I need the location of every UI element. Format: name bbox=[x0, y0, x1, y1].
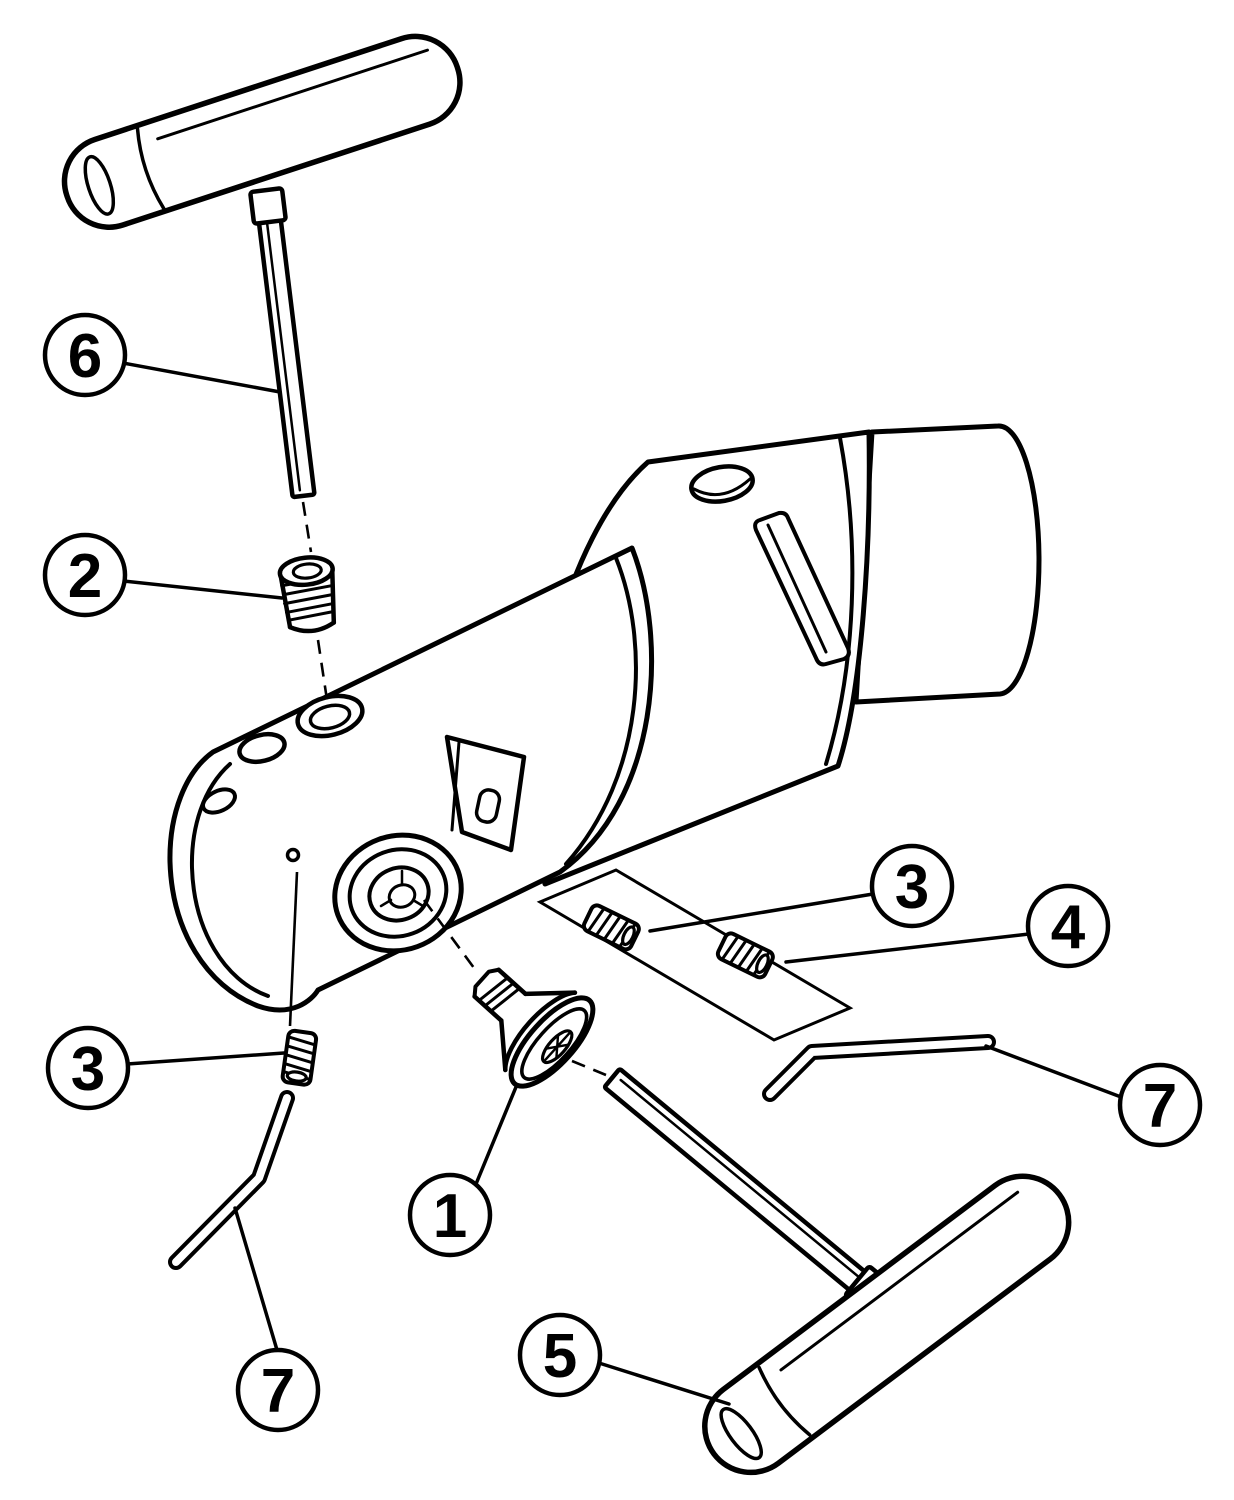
clamp-wedge-slot bbox=[474, 788, 502, 824]
leader-line-5 bbox=[597, 1361, 731, 1406]
leader-line-3-left bbox=[125, 1051, 286, 1066]
leader-line-1 bbox=[474, 1085, 518, 1186]
set-screw-socket bbox=[291, 562, 323, 580]
callout-1: 1 bbox=[407, 1172, 493, 1258]
wrench-bottom-handle bbox=[702, 1173, 1072, 1476]
t-handle-wrench-top bbox=[61, 33, 463, 500]
leader-line-6 bbox=[121, 361, 282, 394]
handle-seam bbox=[757, 1365, 812, 1437]
shaft-hex-edge bbox=[264, 213, 302, 492]
assembly-axis-dashed-wrench5 bbox=[571, 1059, 607, 1077]
handle-seam-line bbox=[156, 48, 429, 141]
callout-7-right: 7 bbox=[1117, 1062, 1203, 1148]
cylinder-band-line bbox=[824, 436, 855, 766]
screw-threads bbox=[477, 976, 521, 1013]
leader-line-4 bbox=[784, 932, 1031, 964]
head-face-rim bbox=[189, 762, 270, 998]
screw-head-back bbox=[503, 990, 578, 1073]
face-pin-hole bbox=[285, 847, 301, 863]
callout-3-right: 3 bbox=[869, 843, 955, 929]
callout-1-number: 1 bbox=[433, 1182, 467, 1251]
shaft-hex-edge bbox=[619, 1078, 881, 1296]
assembly-axis-dashed-wrench6 bbox=[301, 501, 313, 553]
callouts: 6 2 3 4 7 3 1 5 bbox=[42, 312, 1203, 1433]
leader-lines bbox=[121, 361, 1123, 1406]
assembly-axis-dashed-screw1 bbox=[422, 899, 479, 973]
callout-3-left-number: 3 bbox=[71, 1035, 105, 1104]
callout-5-number: 5 bbox=[543, 1322, 577, 1391]
cylinder-slot-inner-line bbox=[766, 523, 828, 654]
body-shank bbox=[853, 423, 1042, 705]
assembly-axis-dashed-screw2 bbox=[316, 639, 329, 701]
leader-line-3-right bbox=[648, 892, 875, 933]
leader-line-2 bbox=[122, 579, 284, 600]
clamp-wedge bbox=[444, 734, 527, 853]
insert-pocket bbox=[332, 832, 464, 954]
callout-4: 4 bbox=[1025, 883, 1111, 969]
callout-3-left: 3 bbox=[45, 1025, 131, 1111]
callout-3-right-number: 3 bbox=[895, 853, 929, 922]
assembly-axis-left bbox=[288, 871, 299, 1027]
cylinder-top-hole-depth bbox=[692, 477, 752, 497]
head-oval-hole bbox=[237, 731, 287, 765]
callout-6-number: 6 bbox=[68, 322, 102, 391]
face-small-hole bbox=[201, 787, 237, 815]
wrench-top-shaft bbox=[248, 186, 317, 500]
handle-seam-line bbox=[779, 1190, 1020, 1372]
callout-5: 5 bbox=[517, 1312, 603, 1398]
callout-4-number: 4 bbox=[1051, 893, 1086, 962]
screw-head-bevel bbox=[520, 1007, 589, 1081]
handle-end-cap bbox=[719, 1406, 763, 1461]
callout-7-bottom: 7 bbox=[235, 1347, 321, 1433]
tool-body bbox=[167, 423, 1042, 1013]
callout-7-right-number: 7 bbox=[1143, 1072, 1177, 1141]
wrench-top-collar bbox=[248, 186, 288, 226]
wrench-top-handle bbox=[61, 33, 463, 230]
callout-2: 2 bbox=[42, 532, 128, 618]
countersunk-screw bbox=[472, 967, 596, 1089]
set-screw-hole-inner bbox=[308, 703, 352, 731]
hex-key-left bbox=[168, 1090, 295, 1270]
screw-axis-plate bbox=[536, 868, 854, 1042]
body-head bbox=[167, 545, 655, 1013]
handle-seam bbox=[135, 126, 166, 211]
handle-end-cap bbox=[83, 154, 116, 216]
leader-line-7-bottom bbox=[233, 1206, 279, 1352]
callout-7-bottom-number: 7 bbox=[261, 1357, 295, 1426]
head-junction-line bbox=[564, 556, 638, 866]
pocket-drive-lobes bbox=[379, 869, 425, 908]
set-screw-top bbox=[277, 555, 337, 634]
screw-head-cone bbox=[499, 990, 578, 1073]
leader-line-7-right bbox=[984, 1044, 1123, 1099]
screw-torx-lobes bbox=[543, 1032, 571, 1062]
set-screw-left bbox=[279, 1028, 319, 1088]
t-handle-wrench-bottom bbox=[602, 1067, 1072, 1476]
hex-key-right bbox=[762, 1034, 996, 1102]
callout-6: 6 bbox=[42, 312, 128, 398]
callout-2-number: 2 bbox=[68, 542, 102, 611]
